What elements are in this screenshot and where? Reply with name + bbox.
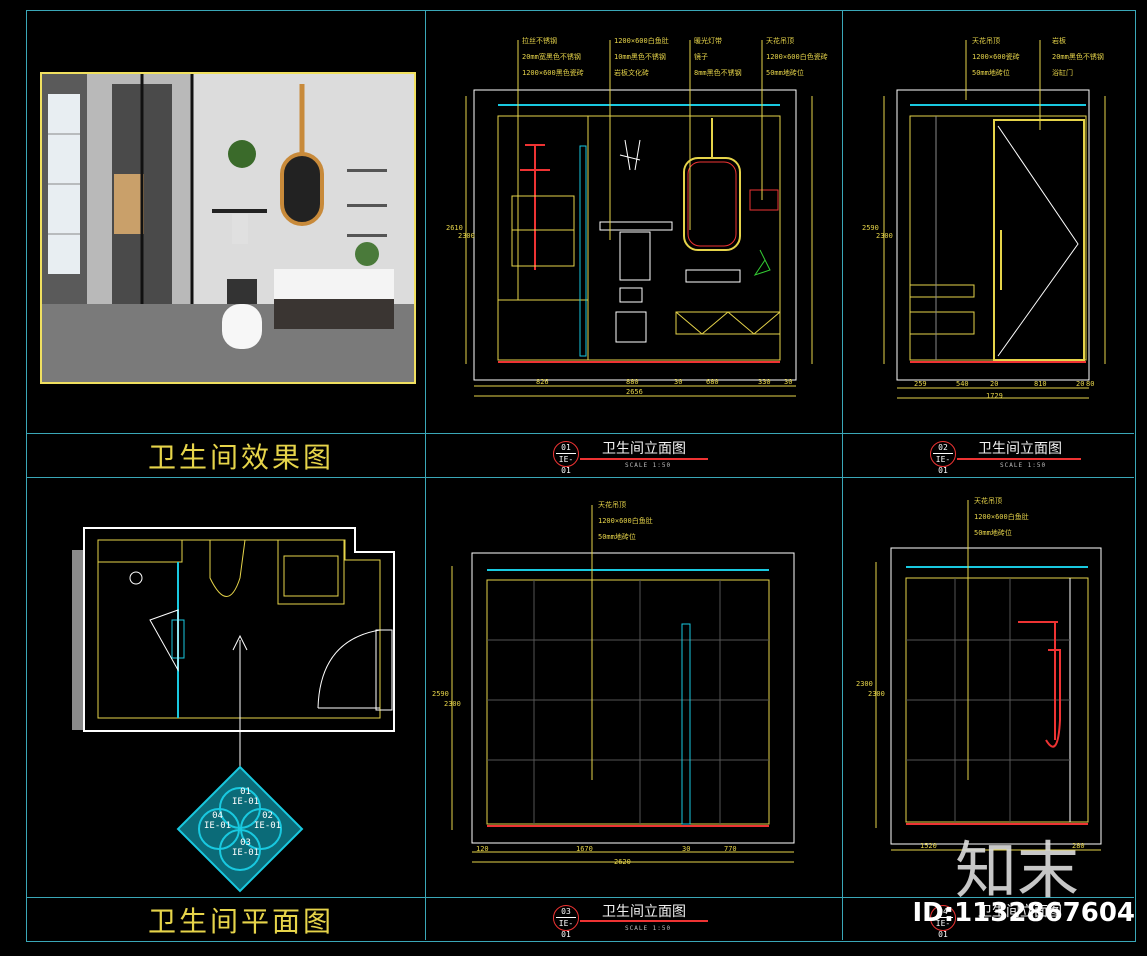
elev01-dim-total: 2656	[626, 388, 643, 396]
elev02-dim-outer: 2590	[862, 224, 879, 232]
elev01-annotation: 拉丝不锈钢	[522, 37, 557, 45]
elev01-annotation: 10mm黑色不锈钢	[614, 53, 666, 61]
elev04-dim: 1520	[920, 842, 937, 850]
elevation-index-symbol	[176, 765, 304, 893]
elev02-dim: 20	[990, 380, 999, 388]
elev04-annotation: 50mm地砖位	[974, 529, 1012, 537]
elev02-dim: 80	[1086, 380, 1095, 388]
elev01-annotation: 暖光灯带	[694, 37, 722, 45]
elev01-annotation: 8mm黑色不锈钢	[694, 69, 742, 77]
elev03-title: 卫生间立面图	[602, 904, 686, 920]
floor-plan	[72, 527, 395, 770]
elev04-annotation: 1200×600白鱼肚	[974, 513, 1029, 521]
elev04-annotation: 天花吊顶	[974, 497, 1002, 505]
elev03-scale: SCALE 1:50	[625, 925, 672, 932]
elevation-02	[883, 40, 1106, 399]
elev02-dim: 540	[956, 380, 969, 388]
grid-line	[425, 10, 426, 940]
elev01-scale: SCALE 1:50	[625, 462, 672, 469]
elev03-dim: 30	[682, 845, 691, 853]
elev01-dim: 30	[674, 378, 683, 386]
elev04-title: 卫生间立面图	[978, 904, 1062, 920]
elev03-dim: 770	[724, 845, 737, 853]
elev02-dim: 259	[914, 380, 927, 388]
elev01-dim: 680	[706, 378, 719, 386]
image-id-stamp: ID:1132867604	[912, 898, 1135, 928]
elev02-dim-total: 1729	[986, 392, 1003, 400]
elevation-03	[451, 505, 795, 863]
elev01-annotation: 天花吊顶	[766, 37, 794, 45]
elev02-title: 卫生间立面图	[978, 441, 1062, 457]
zhimo-logo: 知末	[955, 834, 1080, 907]
elev02-annotation: 50mm地砖位	[972, 69, 1010, 77]
elev02-annotation: 天花吊顶	[972, 37, 1000, 45]
elev01-dim: 30	[784, 378, 793, 386]
elev02-annotation: 1200×600瓷砖	[972, 53, 1020, 61]
elev03-annotation: 天花吊顶	[598, 501, 626, 509]
elev02-annotation: 浴缸门	[1052, 69, 1073, 77]
elev01-dim-outer: 2610	[446, 224, 463, 232]
grid-line	[26, 433, 1134, 434]
elev01-annotation: 50mm地砖位	[766, 69, 804, 77]
elev01-annotation: 20mm宽黑色不锈钢	[522, 53, 581, 61]
elev01-annotation: 镜子	[694, 53, 708, 61]
plan-title: 卫生间平面图	[148, 905, 335, 938]
elev02-dim: 810	[1034, 380, 1047, 388]
grid-line	[26, 477, 1134, 478]
elevation-01	[465, 40, 813, 397]
grid-line	[26, 897, 1134, 898]
elev03-annotation: 50mm地砖位	[598, 533, 636, 541]
elev04-dim-height: 2300	[868, 690, 885, 698]
elev01-dim: 880	[626, 378, 639, 386]
elev01-dim: 330	[758, 378, 771, 386]
elev01-annotation: 岩板文化砖	[614, 69, 649, 77]
bathroom-render-image	[40, 72, 416, 384]
elev03-annotation: 1200×600白鱼肚	[598, 517, 653, 525]
elev04-dim-outer: 2300	[856, 680, 873, 688]
elev02-annotation: 岩板	[1052, 37, 1066, 45]
elev01-annotation: 1200×600白色瓷砖	[766, 53, 828, 61]
elev02-dim: 20	[1076, 380, 1085, 388]
elev02-dim-height: 2300	[876, 232, 893, 240]
elev01-dim: 826	[536, 378, 549, 386]
elev03-dim: 1670	[576, 845, 593, 853]
elev02-annotation: 20mm黑色不锈钢	[1052, 53, 1104, 61]
elev03-dim-height: 2300	[444, 700, 461, 708]
elev03-dim-outer: 2590	[432, 690, 449, 698]
elev03-dim-total: 2620	[614, 858, 631, 866]
elev02-scale: SCALE 1:50	[1000, 462, 1047, 469]
sheet-frame	[26, 10, 1136, 942]
elev01-annotation: 1200×600黑色瓷砖	[522, 69, 584, 77]
render-title: 卫生间效果图	[148, 441, 335, 474]
elev01-title: 卫生间立面图	[602, 441, 686, 457]
elev03-dim: 120	[476, 845, 489, 853]
elev01-dim-height: 2300	[458, 232, 475, 240]
elevation-04	[875, 500, 1102, 851]
elev04-dim: 280	[1072, 842, 1085, 850]
grid-line	[842, 10, 843, 940]
elev01-annotation: 1200×600白鱼肚	[614, 37, 669, 45]
